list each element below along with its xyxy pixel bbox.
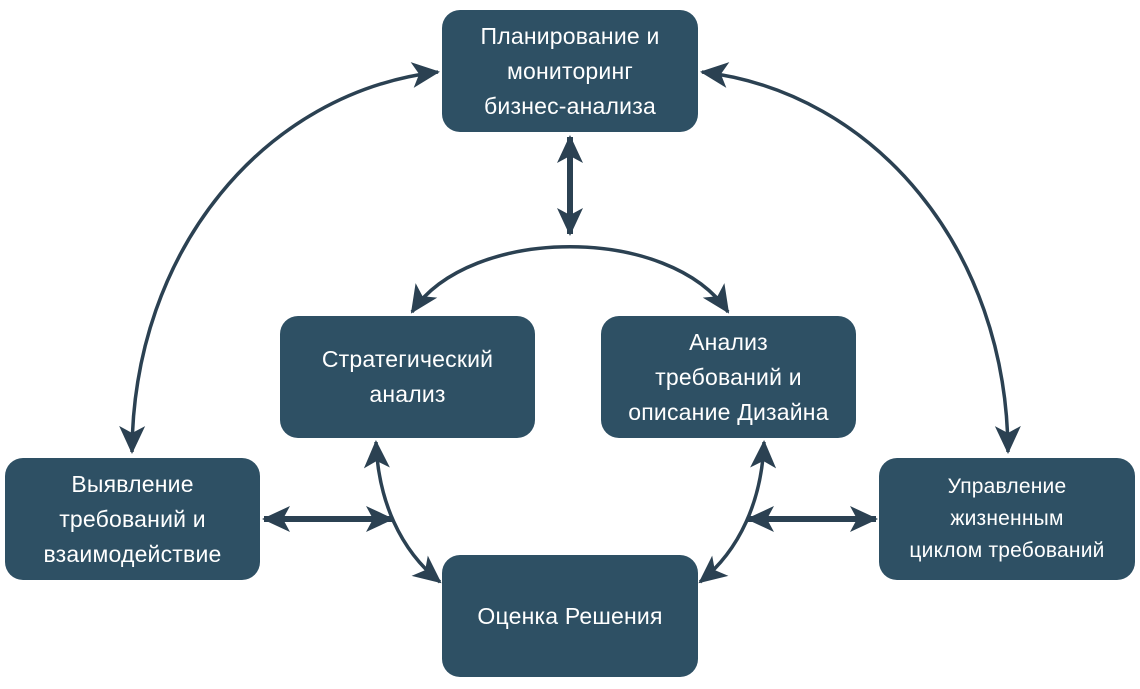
node-strategic-analysis: Стратегический анализ bbox=[280, 316, 535, 438]
node-strategic-label: Стратегический анализ bbox=[321, 346, 494, 407]
arrow-planning-elicit bbox=[119, 62, 440, 454]
arrow-strategic-evaluation bbox=[363, 440, 442, 584]
node-lifecycle-management: Управление жизненным циклом требований bbox=[879, 458, 1135, 580]
node-evaluation-label: Оценка Решения bbox=[477, 602, 663, 629]
node-elicitation-collaboration: Выявление требований и взаимодействие bbox=[5, 458, 260, 580]
node-design-label: Анализ требований и описание Дизайна bbox=[628, 328, 829, 425]
node-lifecycle-label: Управление жизненным циклом требований bbox=[909, 475, 1105, 562]
node-elicit-label: Выявление требований и взаимодействие bbox=[43, 470, 222, 567]
arrow-design-evaluation bbox=[698, 440, 777, 584]
node-requirements-design: Анализ требований и описание Дизайна bbox=[601, 316, 856, 438]
arrow-planning-lifecycle bbox=[700, 62, 1021, 454]
node-planning-label: Планирование и мониторинг бизнес-анализа bbox=[480, 22, 660, 119]
arrow-strategic-design bbox=[410, 245, 730, 314]
node-planning-monitoring: Планирование и мониторинг бизнес-анализа bbox=[442, 10, 698, 132]
node-solution-evaluation: Оценка Решения bbox=[442, 555, 698, 677]
